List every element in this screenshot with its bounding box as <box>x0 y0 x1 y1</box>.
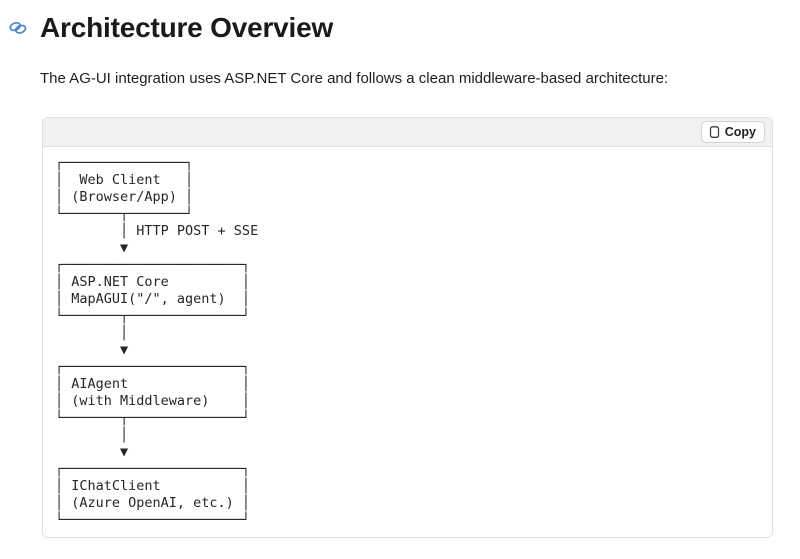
link-icon <box>9 21 27 34</box>
ascii-architecture-diagram: ┌───────────────┐ │ Web Client │ │ (Brow… <box>43 147 772 537</box>
page-title: Architecture Overview <box>40 12 334 43</box>
intro-paragraph: The AG-UI integration uses ASP.NET Core … <box>40 70 669 88</box>
heading-permalink[interactable] <box>8 19 28 37</box>
heading-row: Architecture Overview <box>9 12 773 44</box>
copy-button-label: Copy <box>724 124 756 139</box>
code-block: Copy ┌───────────────┐ │ Web Client │ │ … <box>42 116 773 538</box>
code-body: ┌───────────────┐ │ Web Client │ │ (Brow… <box>43 146 772 537</box>
article: Architecture Overview The AG-UI integrat… <box>9 12 773 538</box>
copy-icon <box>709 126 719 138</box>
code-text: ┌───────────────┐ │ Web Client │ │ (Brow… <box>55 154 259 528</box>
copy-button[interactable]: Copy <box>700 120 765 143</box>
code-block-header: Copy <box>43 117 772 147</box>
